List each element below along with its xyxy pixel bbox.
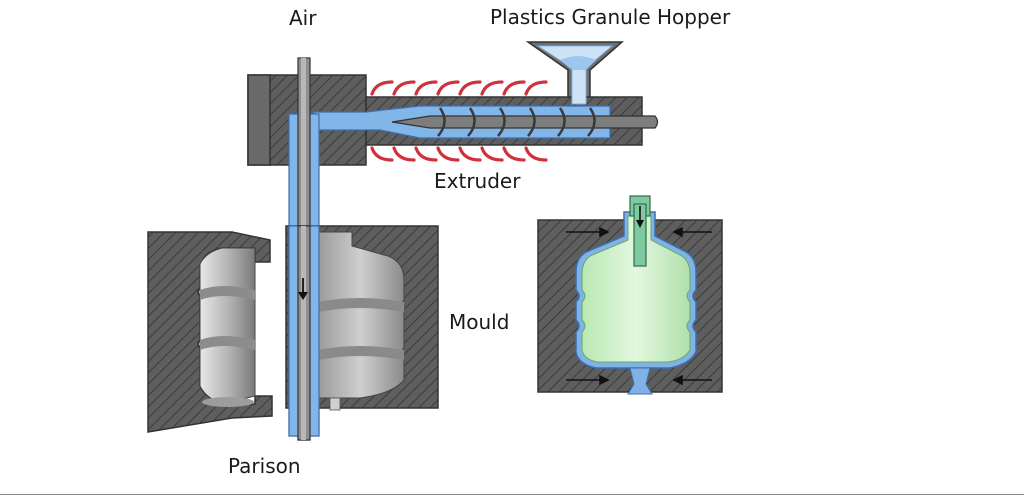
label-extruder: Extruder [434, 169, 521, 193]
label-mould: Mould [449, 310, 510, 334]
parison-tube-front [288, 225, 320, 441]
granule-hopper [525, 41, 624, 105]
divider-line [0, 494, 1024, 495]
extruder-screw [391, 107, 659, 137]
label-hopper: Plastics Granule Hopper [490, 5, 731, 29]
heater-coils-bottom [370, 146, 548, 162]
heater-coils-top [370, 80, 548, 96]
label-parison: Parison [228, 454, 301, 478]
mould-half-left [147, 231, 273, 433]
mould-blow-stage [537, 195, 723, 395]
label-air: Air [289, 6, 317, 30]
